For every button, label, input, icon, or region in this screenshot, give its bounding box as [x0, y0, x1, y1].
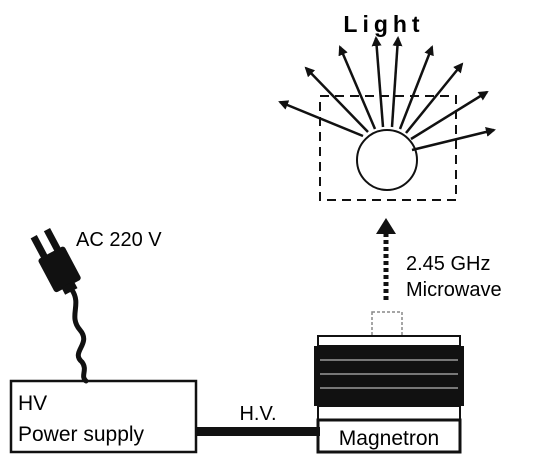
microwave-arrow	[376, 218, 396, 300]
hv-power-supply-box	[9, 379, 198, 454]
light-label: Light	[343, 11, 424, 37]
ac-voltage-label: AC 220 V	[76, 229, 162, 251]
frequency-label: 2.45 GHz	[406, 253, 490, 275]
light-rays	[278, 36, 496, 152]
power-plug-icon	[30, 227, 81, 295]
hv-cable	[196, 427, 320, 436]
power-cord	[69, 287, 89, 384]
hv-label: HV	[18, 392, 47, 415]
lamp-bulb	[356, 129, 418, 191]
microwave-label: Microwave	[406, 279, 502, 301]
magnetron-label: Magnetron	[339, 427, 439, 450]
hv-cable-label: H.V.	[239, 403, 276, 425]
lamp-enclosure	[319, 95, 457, 201]
waveguide-stub	[371, 311, 403, 337]
power-supply-label: Power supply	[18, 423, 145, 446]
